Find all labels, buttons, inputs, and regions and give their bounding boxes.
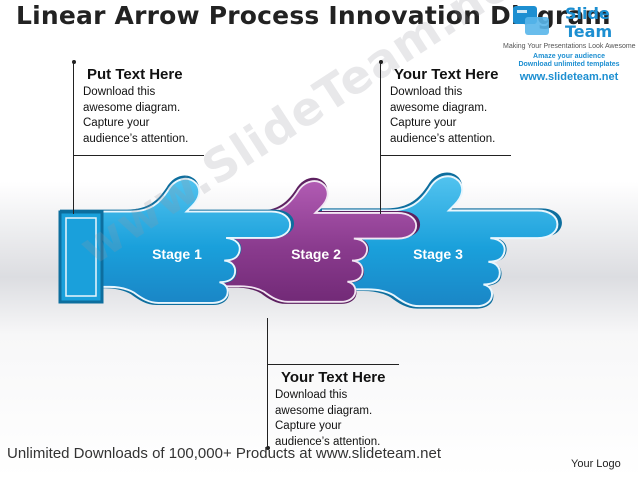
logo-word-slide: Slide bbox=[565, 4, 610, 23]
logo-mark-icon bbox=[513, 6, 549, 35]
logo-line-1: Amaze your audience bbox=[533, 53, 605, 60]
callout-3-vertical-line bbox=[267, 318, 268, 448]
footer-text: Unlimited Downloads of 100,000+ Products… bbox=[7, 445, 441, 462]
callout-3-body: Download this awesome diagram. Capture y… bbox=[275, 389, 381, 448]
callout-3-dot bbox=[266, 446, 270, 450]
stage-3-label: Stage 3 bbox=[413, 246, 463, 262]
stage-1-cuff bbox=[58, 210, 104, 304]
callout-2-dot bbox=[379, 60, 383, 64]
your-logo-placeholder: Your Logo bbox=[571, 458, 621, 470]
logo-url[interactable]: www.slideteam.net bbox=[519, 71, 619, 83]
stage-1-hand[interactable] bbox=[58, 175, 295, 305]
callout-1-dot bbox=[72, 60, 76, 64]
callout-2-vertical-line bbox=[380, 62, 381, 214]
callout-3-heading: Your Text Here bbox=[281, 369, 386, 386]
callout-1-body: Download this awesome diagram. Capture y… bbox=[83, 86, 189, 145]
callout-2-body: Download this awesome diagram. Capture y… bbox=[390, 86, 496, 145]
callout-2-underline bbox=[380, 155, 511, 156]
callout-1-vertical-line bbox=[73, 62, 74, 214]
callout-1-heading: Put Text Here bbox=[87, 66, 183, 83]
callout-2: Your Text Here Download this awesome dia… bbox=[390, 66, 498, 147]
logo-line-2: Download unlimited templates bbox=[518, 61, 620, 68]
stage-2-label: Stage 2 bbox=[291, 246, 341, 262]
callout-3: Your Text Here Download this awesome dia… bbox=[275, 369, 385, 450]
page-title: Linear Arrow Process Innovation Diagram bbox=[16, 1, 611, 30]
logo-word-team: Team bbox=[565, 22, 613, 41]
callout-1: Put Text Here Download this awesome diag… bbox=[83, 66, 188, 147]
callout-2-heading: Your Text Here bbox=[394, 66, 499, 83]
logo-tagline: Making Your Presentations Look Awesome bbox=[503, 43, 636, 50]
callout-1-underline bbox=[73, 155, 204, 156]
slideteam-logo[interactable]: Slide Team Making Your Presentations Loo… bbox=[503, 3, 636, 85]
stage-1-label: Stage 1 bbox=[152, 246, 202, 262]
callout-3-overline bbox=[267, 364, 399, 365]
